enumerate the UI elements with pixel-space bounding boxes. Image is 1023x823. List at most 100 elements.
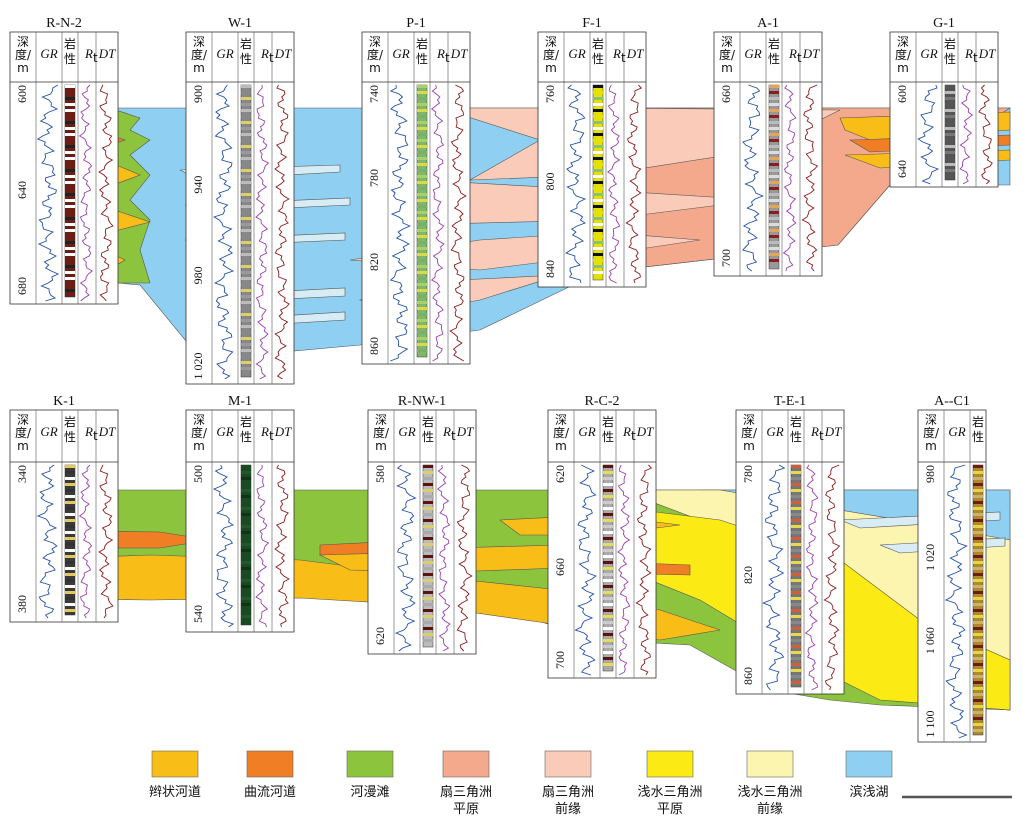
legend-label-2: 前缘: [757, 801, 783, 817]
lithology-band: [417, 301, 427, 304]
lithology-band: [791, 495, 801, 498]
lithology-band: [241, 573, 251, 576]
lithology-header: 岩: [592, 36, 604, 51]
legend-swatch: [346, 750, 394, 778]
lithology-band: [417, 295, 427, 298]
lithology-band: [769, 157, 779, 160]
lithology-band: [65, 109, 75, 112]
dt-header: DT: [636, 424, 654, 439]
lithology-band: [241, 495, 251, 498]
lithology-band: [603, 471, 613, 474]
depth-header: 深: [721, 35, 733, 49]
lithology-band: [423, 537, 433, 540]
lithology-band: [603, 495, 613, 498]
depth-header: 度/: [15, 425, 32, 440]
lithology-band: [791, 525, 801, 528]
lithology-band: [593, 145, 603, 148]
lithology-band: [593, 169, 603, 172]
lithology-band: [65, 501, 75, 504]
lithology-header: 性: [64, 430, 76, 444]
lithology-header: 性: [240, 52, 252, 66]
gr-curve: [36, 464, 58, 619]
lithology-band: [423, 513, 433, 516]
lithology-band: [423, 615, 433, 618]
gr-header: GR: [744, 46, 761, 61]
dt-curve: [274, 464, 290, 628]
lithology-band: [65, 223, 75, 226]
depth-header: m: [545, 61, 557, 75]
lithology-band: [417, 325, 427, 328]
lithology-band: [973, 609, 983, 612]
lithology-band: [791, 531, 801, 534]
depth-header: m: [925, 439, 937, 453]
lithology-band: [973, 549, 983, 552]
lithology-band: [65, 127, 75, 130]
lithology-band: [791, 615, 801, 618]
lithology-band: [417, 169, 427, 172]
depth-label: 780: [741, 465, 755, 483]
depth-label: 740: [367, 85, 381, 103]
lithology-band: [769, 169, 779, 172]
well-frame: [9, 31, 119, 305]
depth-label: 580: [373, 465, 387, 483]
depth-label: 980: [923, 465, 937, 483]
dt-curve: [449, 84, 467, 362]
lithology-band: [65, 187, 75, 190]
gr-header: GR: [920, 46, 937, 61]
lithology-band: [603, 573, 613, 576]
lithology-band: [241, 555, 251, 558]
lithology-band: [65, 157, 75, 160]
lithology-header: 性: [240, 430, 252, 444]
lithology-band: [973, 639, 983, 642]
lithology-band: [769, 211, 779, 214]
rt-sub: t: [269, 51, 274, 65]
depth-header: 深: [17, 35, 29, 49]
lithology-band: [973, 633, 983, 636]
lithology-band: [241, 507, 251, 510]
lithology-band: [593, 241, 603, 244]
well-name: M-1: [228, 394, 252, 409]
lithology-band: [423, 477, 433, 480]
dt-header: DT: [98, 46, 116, 61]
depth-header: m: [743, 439, 755, 453]
lithology-band: [417, 337, 427, 340]
lithology-band: [417, 187, 427, 190]
lithology-band: [973, 483, 983, 486]
lithology-band: [593, 211, 603, 214]
lithology-band: [603, 519, 613, 522]
lithology-band: [769, 187, 779, 190]
depth-label: 860: [741, 667, 755, 685]
lithology-band: [603, 597, 613, 600]
lithology-band: [791, 609, 801, 612]
lithology-band: [241, 597, 251, 600]
dt-curve: [635, 464, 653, 676]
lithology-band: [603, 477, 613, 480]
lithology-header: 岩: [64, 414, 76, 429]
lithology-band: [65, 193, 75, 196]
lithology-band: [241, 181, 251, 184]
lithology-band: [241, 585, 251, 588]
lithology-band: [973, 711, 983, 714]
lithology-band: [973, 579, 983, 582]
lithology-band: [769, 193, 779, 196]
rt-header: R: [964, 46, 973, 61]
lithology-band: [423, 567, 433, 570]
gr-curve: [389, 84, 411, 362]
lithology-band: [241, 301, 251, 304]
lithology-band: [241, 325, 251, 328]
lithology-band: [241, 295, 251, 298]
lithology-band: [973, 501, 983, 504]
lithology-band: [973, 567, 983, 570]
lithology-band: [973, 561, 983, 564]
depth-header: m: [193, 61, 205, 75]
lithology-band: [791, 585, 801, 588]
rt-header: R: [260, 46, 269, 61]
lithology-band: [241, 151, 251, 154]
lithology-header: 性: [602, 430, 614, 444]
depth-header: 度/: [191, 47, 208, 62]
lithology-band: [791, 675, 801, 678]
dt-header: DT: [274, 424, 292, 439]
depth-label: 860: [367, 337, 381, 355]
lithology-band: [241, 579, 251, 582]
